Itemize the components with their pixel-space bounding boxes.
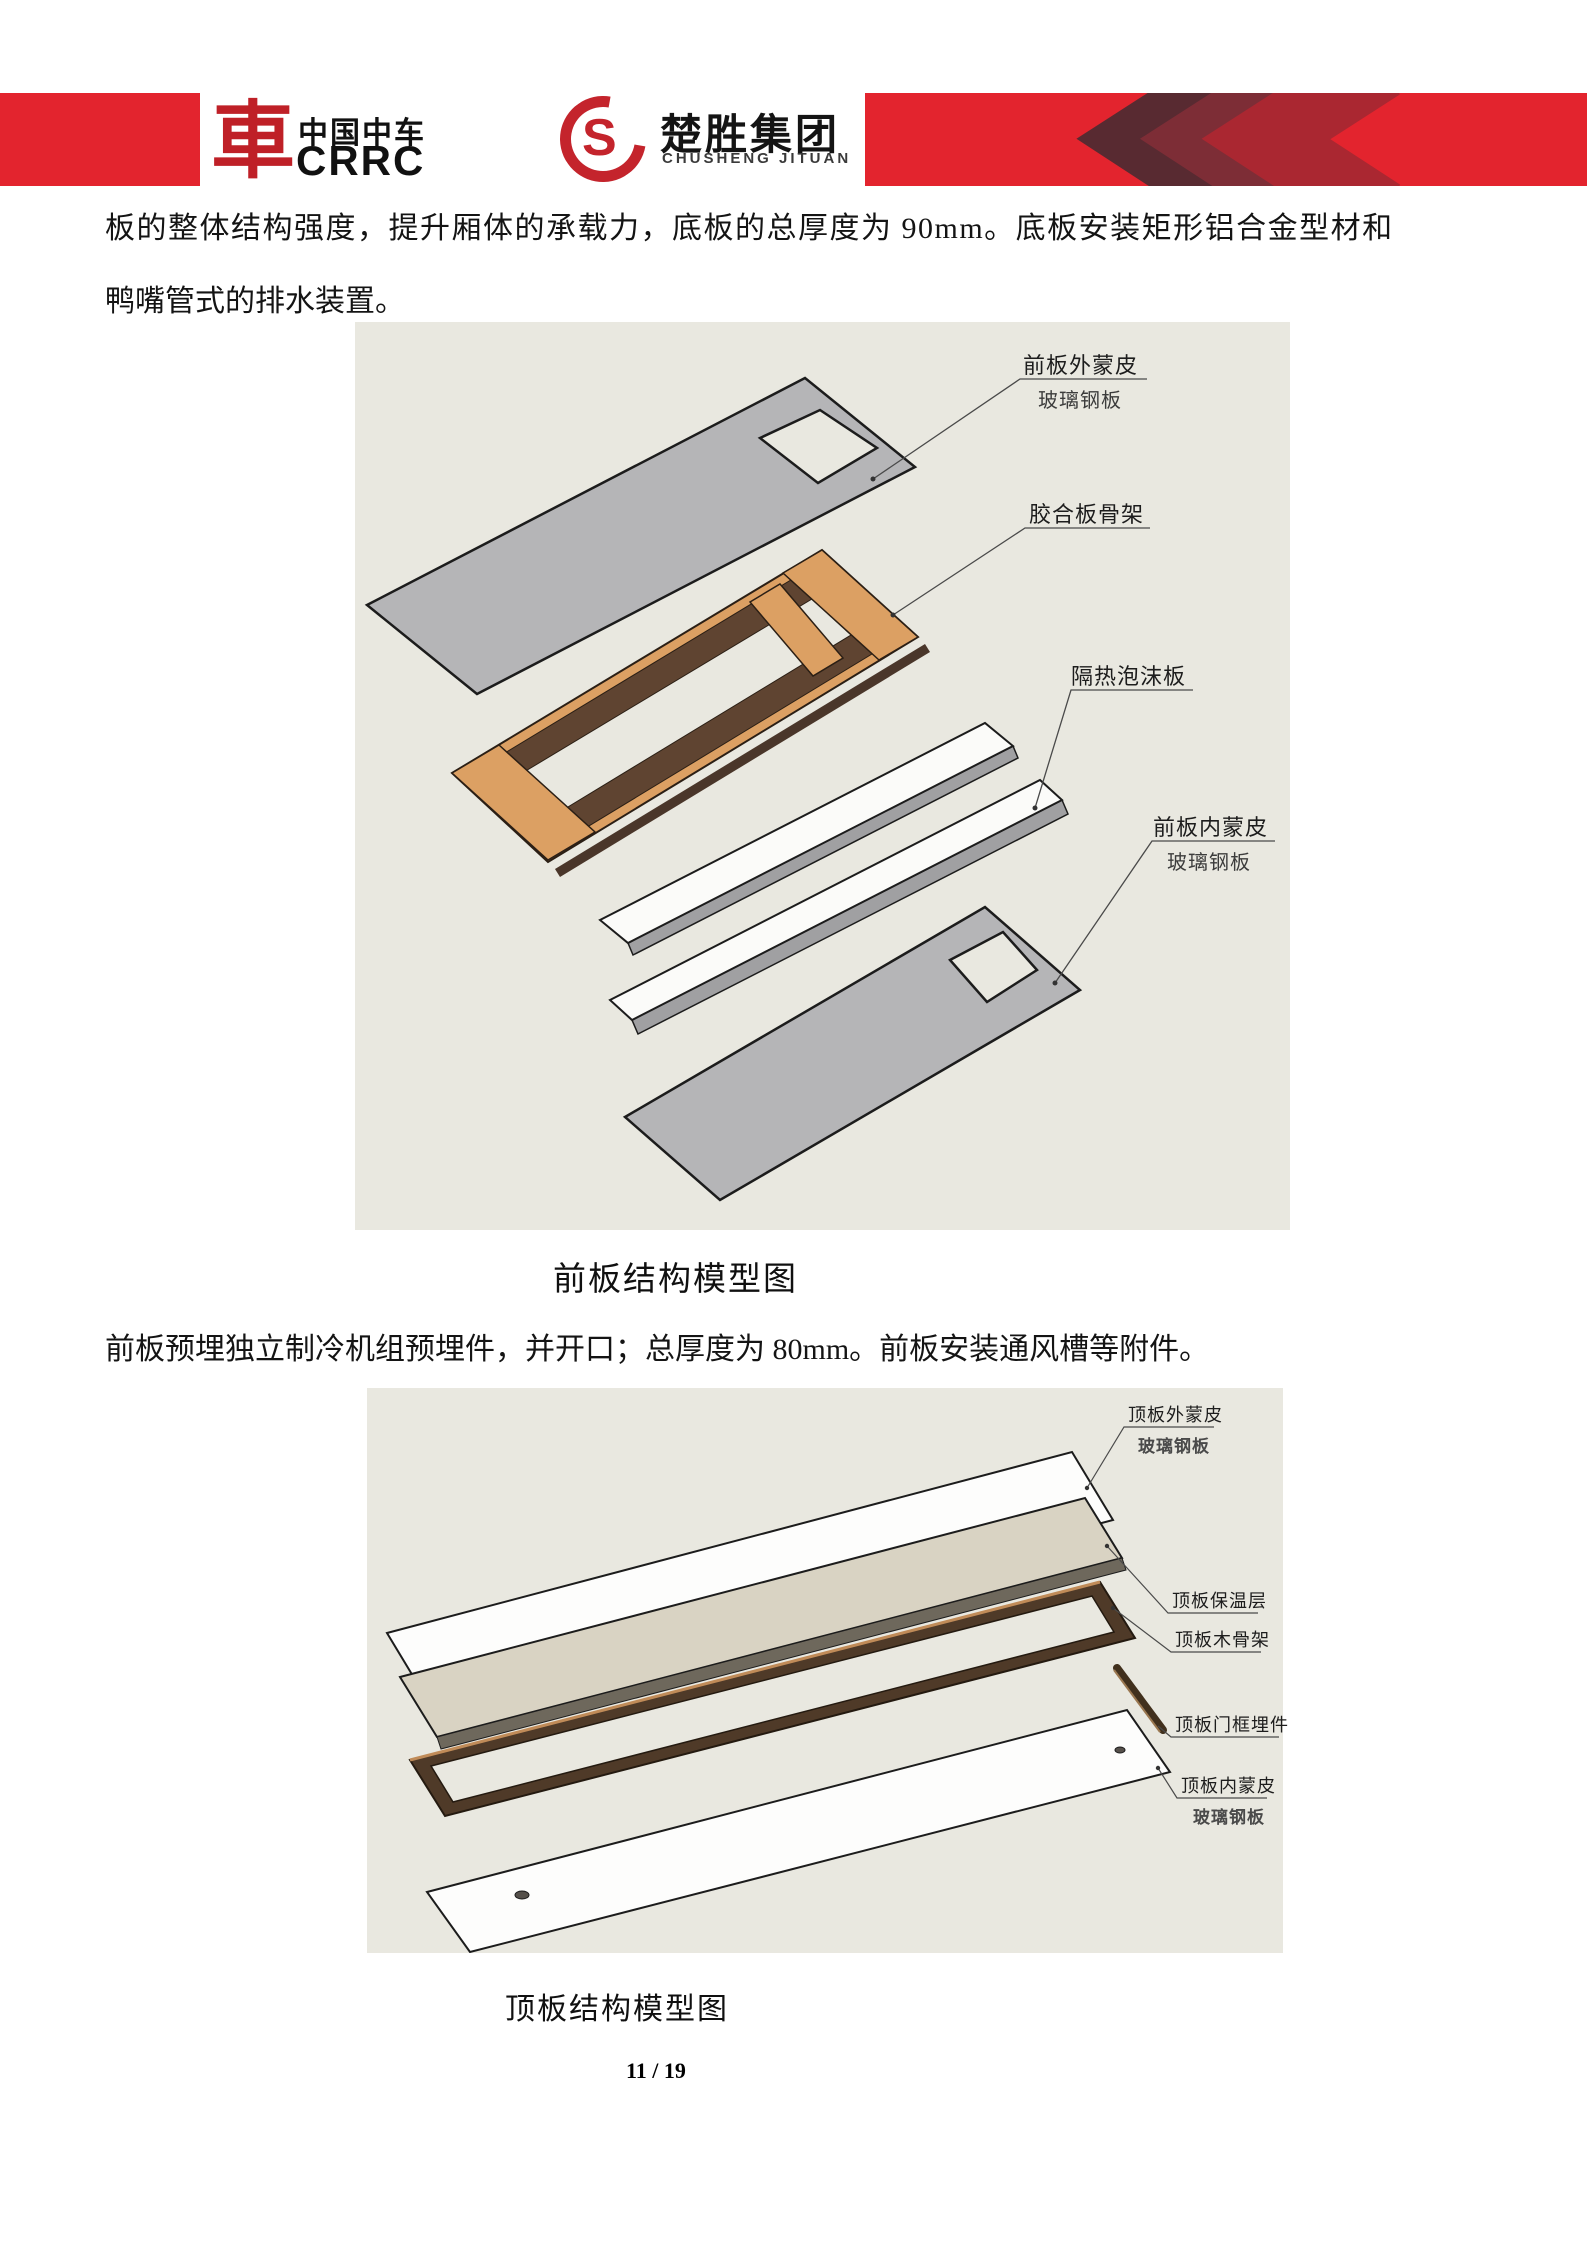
crrc-logo-en-text: CRRC: [296, 137, 426, 184]
chusheng-logo-icon: S: [543, 79, 663, 199]
callout-roof-insulation: 顶板保温层: [1172, 1591, 1267, 1611]
callout-foam-board: 隔热泡沫板: [1071, 664, 1187, 689]
callout-dots: [1084, 1485, 1161, 1771]
crrc-logo-zh-text: 中国中车: [298, 117, 426, 150]
front-panel-exploded-drawing: [364, 376, 1275, 1202]
figure-2-caption: 顶板结构模型图: [505, 1993, 729, 2026]
callout-roof-outer-skin: 顶板外蒙皮: [1128, 1405, 1223, 1425]
roof-inner-skin-panel: [425, 1708, 1172, 1953]
roof-panel-exploded-drawing: [385, 1426, 1279, 1953]
paragraph-1-line-1: 板的整体结构强度，提升厢体的承载力，底板的总厚度为 90mm。底板安装矩形铝合金…: [105, 212, 1394, 245]
callout-leader-lines: [872, 378, 1275, 984]
callout-dots: [870, 476, 1058, 986]
callout-roof-doorframe-embed: 顶板门框埋件: [1175, 1715, 1289, 1735]
chusheng-logo-en-text: CHUSHENG JITUAN: [662, 150, 852, 167]
roof-doorframe-embed-rod: [1113, 1664, 1167, 1734]
figure-1-caption: 前板结构模型图: [553, 1262, 798, 1298]
paragraph-1-line-2: 鸭嘴管式的排水装置。: [105, 285, 405, 318]
callout-plywood-frame: 胶合板骨架: [1029, 502, 1145, 527]
callout-front-outer-skin: 前板外蒙皮: [1023, 353, 1139, 378]
insulation-foam-boards: [598, 721, 1069, 1036]
callout-roof-inner-skin-sub: 玻璃钢板: [1193, 1808, 1265, 1827]
figure-front-panel-model: 前板外蒙皮 玻璃钢板 胶合板骨架 隔热泡沫板 前板内蒙皮 玻璃钢板: [355, 322, 1290, 1230]
figure-roof-panel-model: 顶板外蒙皮 玻璃钢板 顶板保温层 顶板木骨架 顶板门框埋件 顶板内蒙皮 玻璃钢板: [367, 1388, 1288, 1953]
front-inner-skin-panel: [622, 905, 1083, 1202]
callout-roof-wood-frame: 顶板木骨架: [1175, 1630, 1270, 1650]
plywood-frame: [450, 548, 930, 877]
callout-front-outer-skin-sub: 玻璃钢板: [1038, 390, 1122, 412]
crrc-logo-icon: 車: [211, 91, 296, 190]
front-outer-skin-panel: [364, 376, 918, 696]
chusheng-logo-zh-text: 楚胜集团: [660, 111, 841, 158]
callout-roof-inner-skin: 顶板内蒙皮: [1181, 1776, 1276, 1796]
page-number: 11 / 19: [626, 2058, 686, 2083]
header-chevrons-decor: [1076, 31, 1401, 248]
paragraph-2: 前板预埋独立制冷机组预埋件，并开口；总厚度为 80mm。前板安装通风槽等附件。: [105, 1333, 1210, 1366]
header-red-band-left: [0, 93, 200, 186]
roof-insulation-layer: [398, 1496, 1127, 1750]
roof-wood-frame: [408, 1580, 1137, 1818]
callout-roof-outer-skin-sub: 玻璃钢板: [1138, 1437, 1210, 1456]
chusheng-logo-s-glyph: S: [582, 109, 617, 167]
header-red-band-right: [865, 31, 1587, 248]
callout-front-inner-skin: 前板内蒙皮: [1153, 815, 1269, 840]
callout-leader-lines: [1086, 1426, 1279, 1799]
callout-front-inner-skin-sub: 玻璃钢板: [1167, 852, 1251, 874]
